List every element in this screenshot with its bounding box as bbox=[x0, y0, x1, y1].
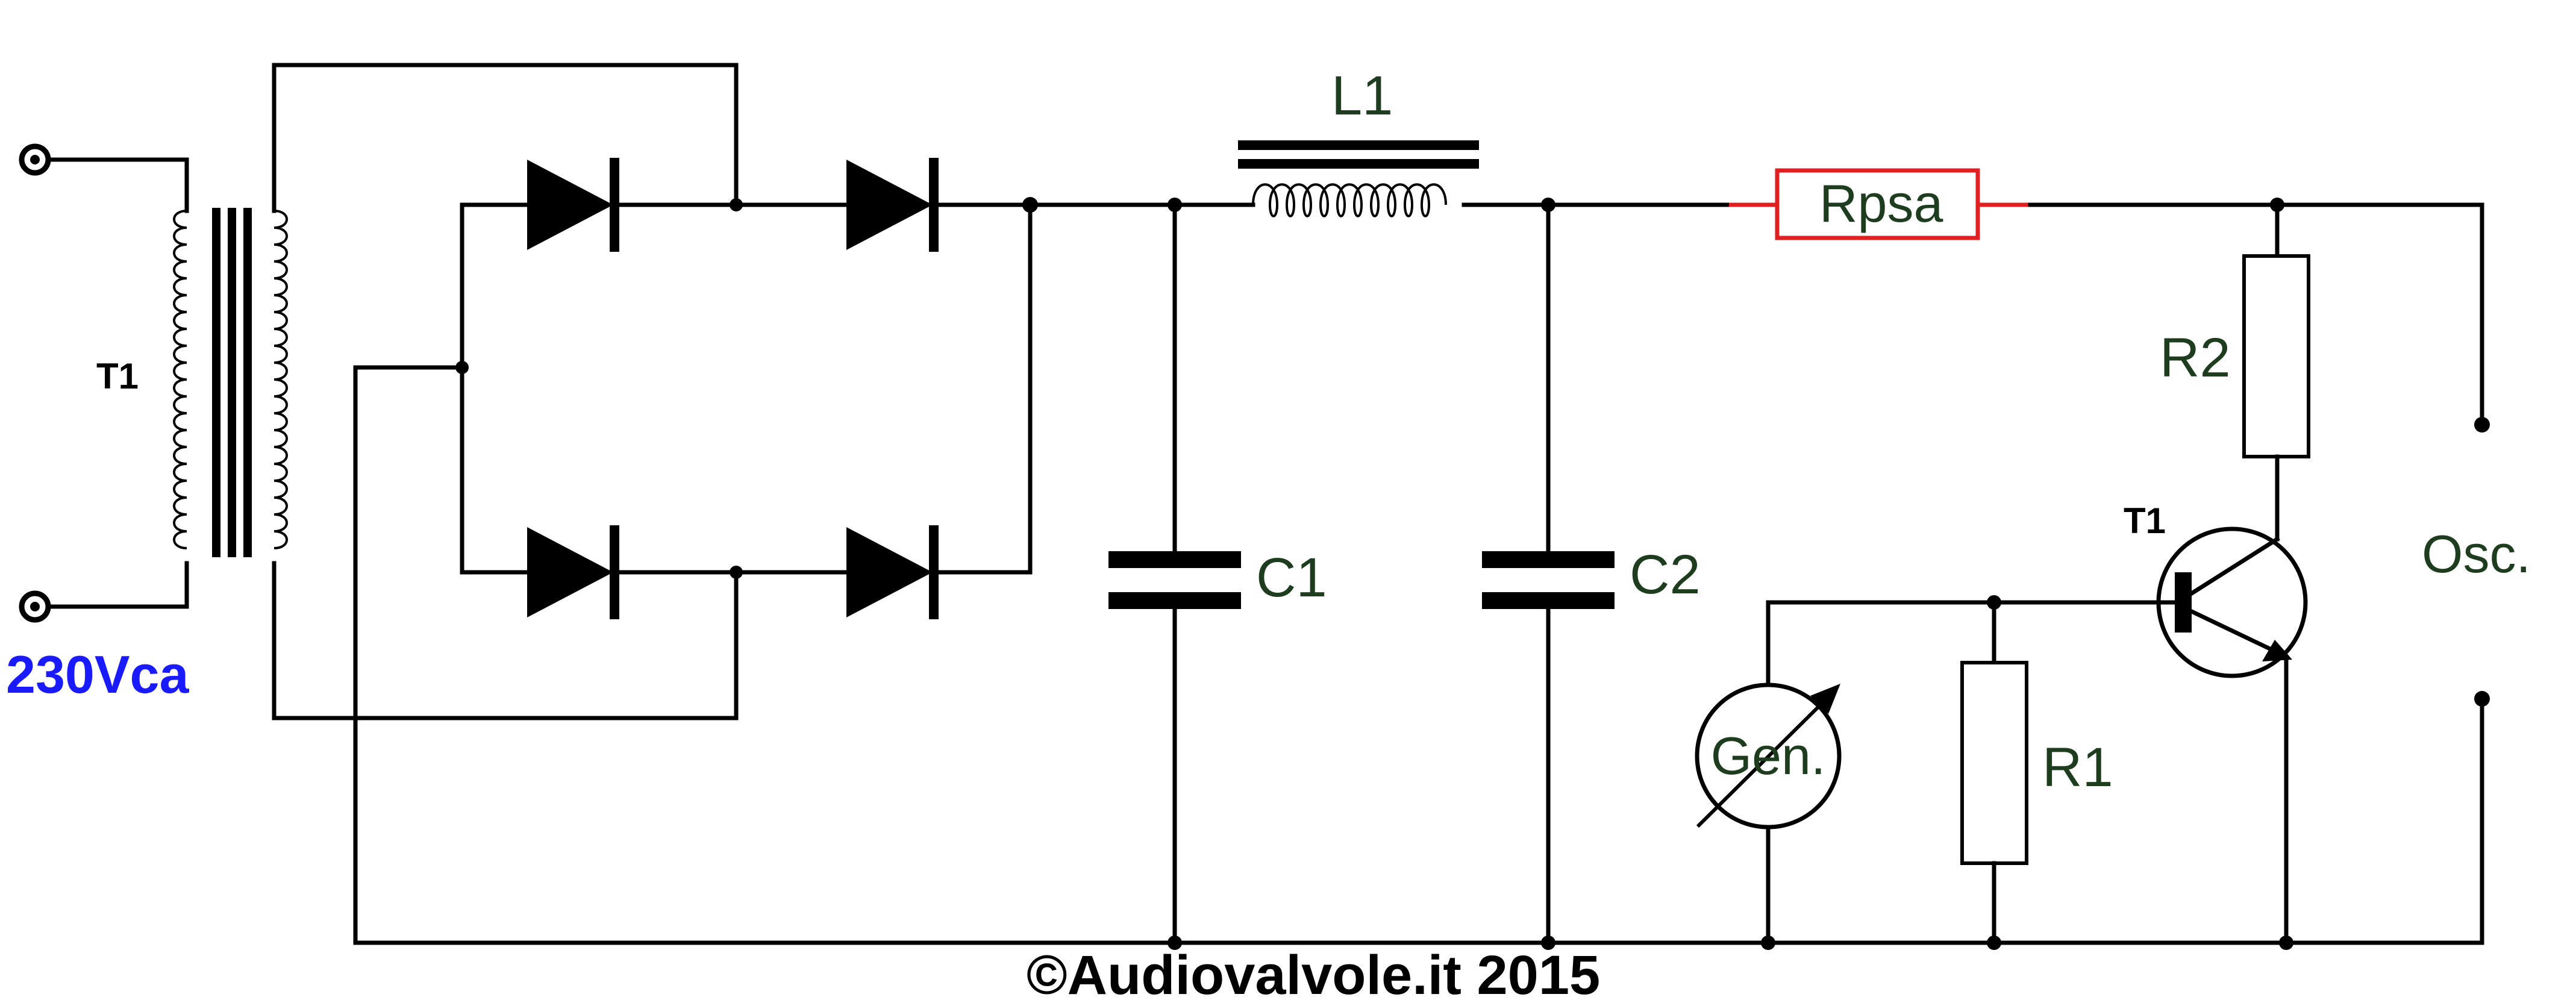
rpsa-body bbox=[1775, 168, 1980, 240]
transistor-label: T1 bbox=[2124, 501, 2166, 541]
copyright-text: ©Audiovalvole.it 2015 bbox=[1027, 945, 1600, 1006]
mains-input bbox=[19, 143, 189, 623]
transformer-t1: T1 bbox=[96, 208, 288, 557]
diode-top-right bbox=[846, 158, 939, 252]
center-tap-wire bbox=[353, 365, 2484, 945]
inductor-l1: L1 bbox=[1238, 65, 1479, 217]
rail-to-output bbox=[2028, 202, 2484, 424]
generator-label: Gen. bbox=[1711, 726, 1826, 786]
signal-generator: Gen. bbox=[1695, 600, 1842, 950]
diode-bottom-right bbox=[846, 525, 939, 619]
input-voltage-label: 230Vca bbox=[6, 645, 189, 704]
l1-label: L1 bbox=[1331, 65, 1393, 127]
osc-terminal-bottom[interactable] bbox=[2474, 691, 2490, 707]
primary-winding bbox=[173, 210, 187, 549]
r1-label: R1 bbox=[2042, 737, 2113, 798]
oscilloscope-label: Osc. bbox=[2422, 524, 2531, 584]
transformer-core-3 bbox=[243, 208, 252, 557]
secondary-top-wire bbox=[272, 63, 739, 213]
transistor-t1: T1 bbox=[2124, 501, 2308, 945]
capacitor-c2: C2 bbox=[1482, 198, 1701, 950]
transformer-core-2 bbox=[228, 208, 236, 557]
resistor-rpsa: Rpsa bbox=[1729, 168, 2030, 240]
resistor-r1: R1 bbox=[1960, 595, 2113, 950]
diode-bottom-left bbox=[527, 525, 619, 619]
inductor-coil bbox=[1252, 183, 1447, 217]
c1-label: C1 bbox=[1256, 547, 1327, 608]
transformer-label: T1 bbox=[96, 356, 139, 396]
secondary-bottom-wire bbox=[272, 561, 739, 720]
transistor-base-bar bbox=[2175, 572, 2192, 633]
secondary-winding bbox=[274, 210, 288, 549]
transformer-core-1 bbox=[212, 208, 220, 557]
rpsa-label: Rpsa bbox=[1819, 173, 1943, 233]
r2-label: R2 bbox=[2160, 327, 2231, 389]
generator-variable-arrow bbox=[1696, 692, 1833, 828]
capacitor-c1: C1 bbox=[1108, 198, 1327, 950]
diode-top-left bbox=[527, 158, 619, 252]
osc-terminal-top[interactable] bbox=[2474, 417, 2490, 433]
diode-bridge bbox=[455, 158, 1038, 619]
resistor-r2: R2 bbox=[2160, 198, 2310, 542]
oscilloscope-output: Osc. bbox=[2279, 417, 2531, 950]
c2-label: C2 bbox=[1630, 544, 1701, 605]
